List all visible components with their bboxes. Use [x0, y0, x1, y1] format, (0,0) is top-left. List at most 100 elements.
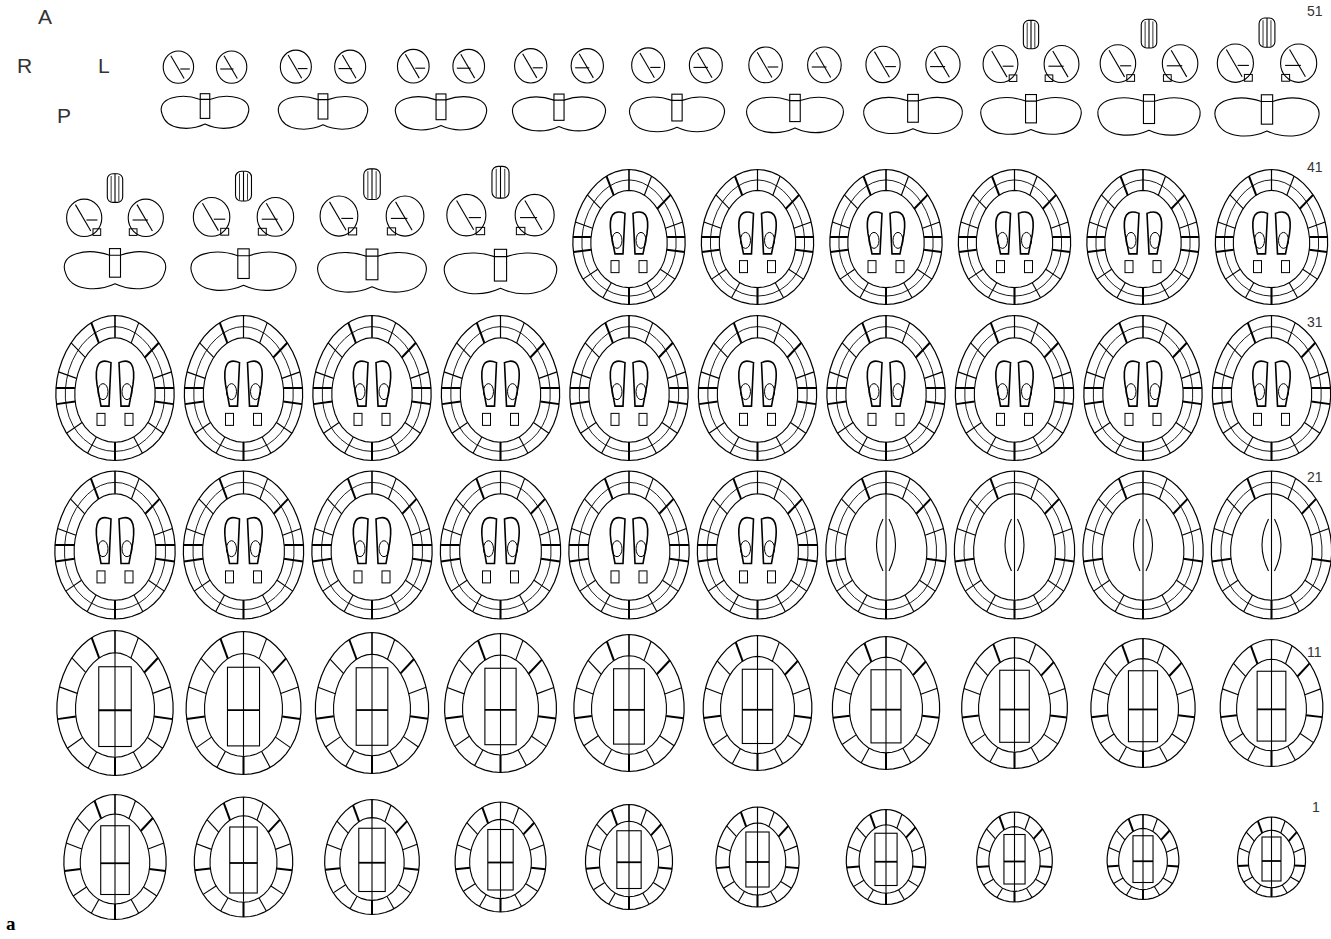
- basal-ganglia: [890, 361, 905, 406]
- atlas-line: [371, 817, 372, 900]
- atlas-line: [586, 867, 600, 868]
- atlas-line: [885, 493, 886, 600]
- atlas-line: [243, 756, 245, 774]
- brain-slice: [186, 632, 301, 775]
- atlas-line: [1181, 236, 1199, 238]
- atlas-line: [569, 544, 588, 546]
- atlas-line: [496, 169, 497, 197]
- atlas-line: [658, 867, 672, 868]
- atlas-line: [1040, 865, 1052, 868]
- brain-outline: [55, 471, 175, 619]
- atlas-line: [398, 885, 410, 893]
- brain-outline: [569, 471, 689, 619]
- atlas-line: [575, 67, 589, 68]
- atlas-line: [757, 753, 758, 771]
- brain-outline: [1238, 817, 1306, 897]
- orientation-label: L: [98, 55, 110, 76]
- atlas-line: [757, 754, 759, 771]
- atlas-line: [1294, 864, 1305, 866]
- atlas-line: [371, 169, 372, 200]
- atlas-line: [243, 797, 244, 816]
- atlas-line: [207, 820, 219, 832]
- atlas-line: [1142, 827, 1143, 888]
- atlas-line: [266, 203, 282, 230]
- atlas-line: [1119, 747, 1127, 761]
- brain-outline: [697, 471, 817, 619]
- temporal-lobe: [515, 49, 547, 83]
- putamen: [893, 384, 903, 400]
- temporal-lobe: [193, 198, 229, 237]
- atlas-box: [639, 413, 647, 425]
- atlas-line: [479, 895, 486, 907]
- atlas-line: [318, 687, 335, 693]
- atlas-line: [962, 715, 979, 717]
- atlas-box: [611, 261, 619, 273]
- brain-slice: [703, 636, 812, 771]
- atlas-box: [1125, 261, 1133, 273]
- cortex-inner: [974, 338, 1054, 442]
- atlas-line: [643, 893, 649, 904]
- temporal-lobe: [386, 196, 424, 236]
- brain-outline: [56, 316, 174, 461]
- atlas-line: [653, 883, 664, 890]
- basal-ganglia: [505, 518, 520, 564]
- brain-slice: [445, 634, 557, 773]
- atlas-line: [1148, 19, 1149, 48]
- atlas-line: [1246, 832, 1254, 841]
- cortex-inner: [717, 338, 797, 442]
- atlas-line: [346, 751, 354, 767]
- atlas-line: [857, 827, 866, 837]
- atlas-line: [861, 748, 869, 763]
- cortex-inner: [460, 494, 542, 601]
- cortex-inner: [848, 190, 924, 287]
- atlas-line: [1142, 639, 1143, 659]
- atlas-line: [114, 904, 116, 920]
- basal-ganglia: [482, 361, 497, 406]
- atlas-line: [913, 662, 926, 676]
- atlas-line: [143, 887, 156, 896]
- atlas-line: [1128, 709, 1157, 711]
- brain-slice: [1215, 170, 1327, 305]
- atlas-box: [896, 413, 904, 425]
- atlas-line: [798, 544, 817, 546]
- cerebellum: [161, 97, 249, 129]
- atlas-line: [371, 900, 372, 915]
- atlas-line: [247, 174, 248, 200]
- cortex-inner: [80, 814, 149, 904]
- atlas-line: [778, 826, 788, 837]
- atlas-line: [785, 846, 798, 851]
- atlas-line: [541, 544, 560, 546]
- brain-outline: [846, 810, 925, 905]
- cortex-inner: [1233, 190, 1309, 287]
- atlas-line: [391, 218, 408, 219]
- cortex-inner: [76, 653, 155, 757]
- atlas-line: [986, 829, 995, 839]
- atlas-line: [885, 810, 886, 824]
- atlas-line: [864, 643, 871, 662]
- atlas-line: [921, 688, 937, 694]
- atlas-box: [868, 261, 876, 273]
- atlas-line: [500, 634, 501, 655]
- atlas-line: [131, 638, 138, 658]
- basal-ganglia: [376, 518, 391, 564]
- atlas-line: [741, 812, 746, 827]
- atlas-box: [1282, 74, 1290, 81]
- cortex-band: [968, 180, 1062, 296]
- atlas-line: [288, 55, 302, 78]
- atlas-line: [1030, 20, 1031, 48]
- atlas-line: [504, 169, 505, 197]
- atlas-line: [185, 387, 204, 389]
- atlas-line: [371, 633, 372, 655]
- atlas-line: [587, 845, 600, 850]
- atlas-box: [1153, 261, 1161, 273]
- brain-slice: [701, 170, 813, 305]
- atlas-line: [1238, 65, 1249, 66]
- atlas-line: [1109, 50, 1125, 77]
- brain-slice: [315, 633, 428, 774]
- putamen: [998, 384, 1008, 400]
- atlas-line: [114, 757, 115, 776]
- cortex-inner: [340, 818, 404, 901]
- atlas-line: [757, 895, 759, 907]
- temporal-lobe: [320, 196, 358, 236]
- atlas-line: [644, 641, 651, 660]
